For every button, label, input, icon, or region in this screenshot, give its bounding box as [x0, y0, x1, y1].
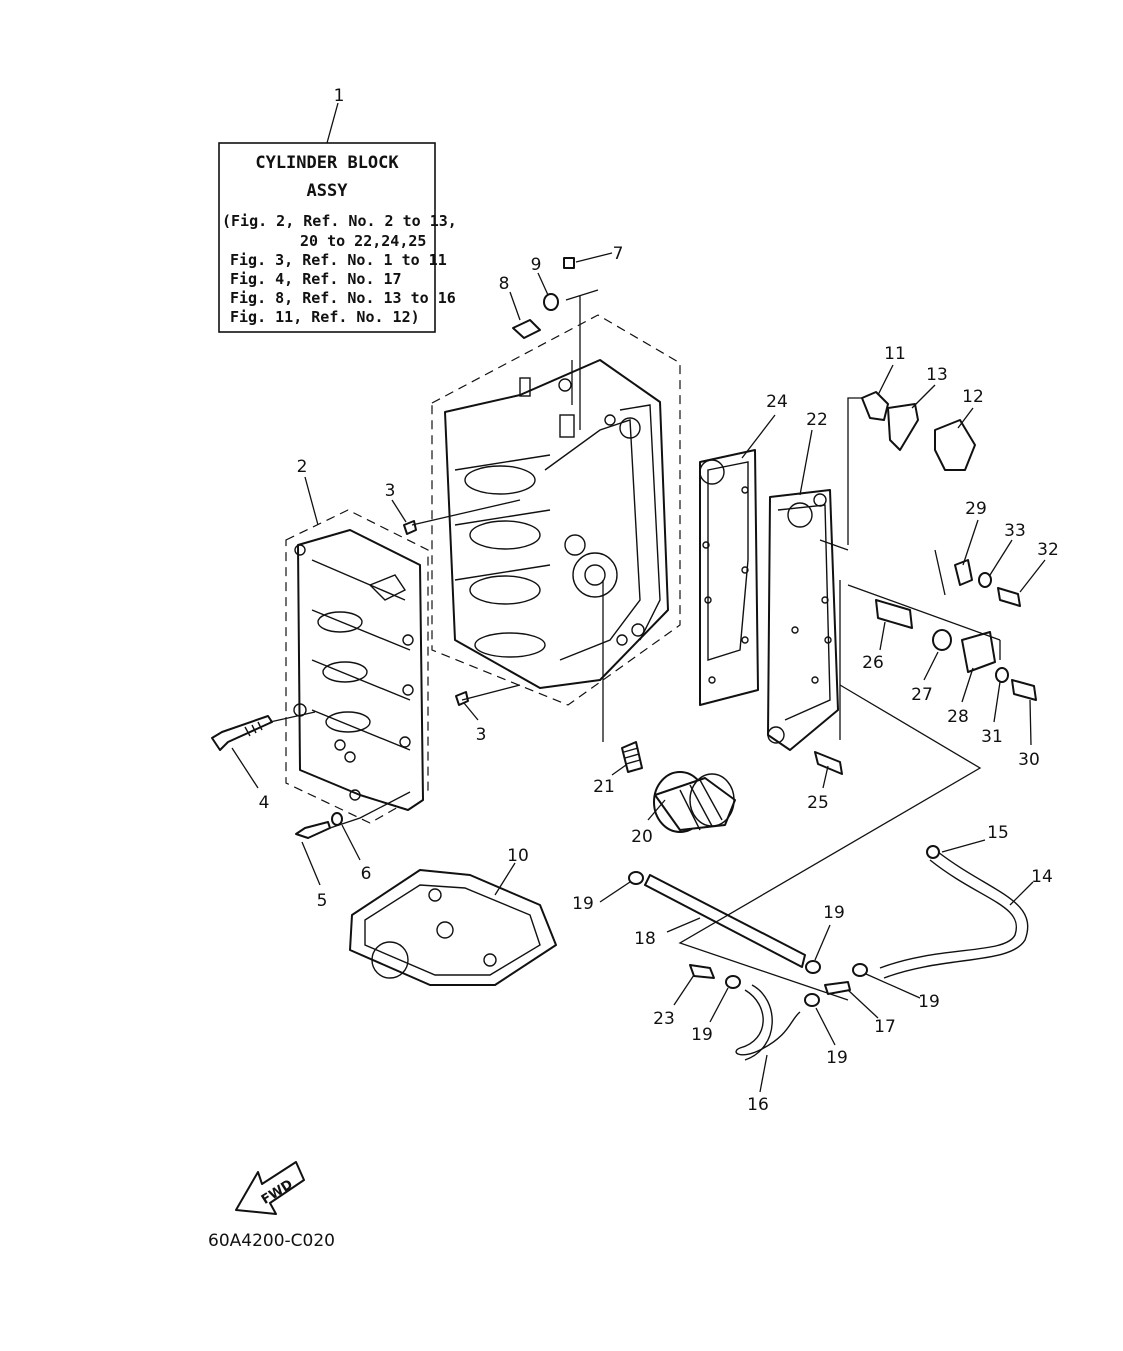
callout-25: 25: [807, 793, 829, 813]
plug-part: [563, 257, 575, 269]
hose-part: [879, 851, 1029, 979]
exhaust-gasket-part: [699, 449, 759, 706]
grommet-part: [932, 629, 952, 651]
callout-3: 3: [476, 725, 487, 745]
box-ref-line: Fig. 4, Ref. No. 17: [230, 270, 402, 288]
leader-lines: [231, 252, 1046, 1093]
callout-26: 26: [862, 653, 884, 673]
washer-part: [331, 812, 343, 826]
box-ref-line: Fig. 11, Ref. No. 12): [230, 308, 420, 326]
callout-21: 21: [593, 777, 615, 797]
thermostat-cover-part: [934, 419, 976, 471]
box-ref-line: Fig. 8, Ref. No. 13 to 16: [230, 289, 456, 307]
washer-part: [543, 293, 559, 311]
callout-10: 10: [507, 846, 529, 866]
callout-6: 6: [361, 864, 372, 884]
callout-12: 12: [962, 387, 984, 407]
callout-19: 19: [691, 1025, 713, 1045]
callout-14: 14: [1031, 867, 1053, 887]
box-title-line2: ASSY: [307, 181, 349, 201]
callout-11: 11: [884, 344, 906, 364]
hose-part: [644, 874, 806, 968]
anode-part: [861, 391, 889, 421]
callout-13: 13: [926, 365, 948, 385]
oil-filter-part: [653, 771, 736, 833]
callout-8: 8: [499, 274, 510, 294]
washer-part: [995, 667, 1009, 683]
oil-nipple-part: [621, 741, 643, 773]
callout-19: 19: [572, 894, 594, 914]
callout-2: 2: [297, 457, 308, 477]
bolt-part: [512, 319, 541, 339]
callout-24: 24: [766, 392, 788, 412]
crankcase-part: [285, 509, 429, 824]
callout-28: 28: [947, 707, 969, 727]
hose-clamp-part: [628, 871, 868, 1007]
callout-5: 5: [317, 891, 328, 911]
box-title-line1: CYLINDER BLOCK: [255, 153, 399, 173]
callout-17: 17: [874, 1017, 896, 1037]
callout-19: 19: [826, 1048, 848, 1068]
box-ref-line: Fig. 3, Ref. No. 1 to 11: [230, 251, 447, 269]
bolt-part: [295, 821, 331, 839]
callout-18: 18: [634, 929, 656, 949]
callout-20: 20: [631, 827, 653, 847]
assembly-info-box: CYLINDER BLOCK ASSY (Fig. 2, Ref. No. 2 …: [218, 102, 457, 333]
callout-30: 30: [1018, 750, 1040, 770]
bolt-part: [814, 751, 843, 775]
callout-33: 33: [1004, 521, 1026, 541]
box-ref-line: (Fig. 2, Ref. No. 2 to 13,: [222, 212, 457, 230]
fitting-part: [689, 845, 940, 995]
bolt-part: [211, 715, 273, 751]
fwd-arrow-icon: FWD: [235, 1161, 305, 1215]
oil-pan-gasket-part: [349, 869, 557, 986]
valve-part: [875, 599, 913, 629]
callout-16: 16: [747, 1095, 769, 1115]
callout-23: 23: [653, 1009, 675, 1029]
box-ref-line: 20 to 22,24,25: [300, 232, 426, 250]
callout-19: 19: [918, 992, 940, 1012]
drawing-code: 60A4200-C020: [208, 1231, 335, 1251]
callout-7: 7: [613, 244, 624, 264]
callout-31: 31: [981, 727, 1003, 747]
bolt-part: [1011, 679, 1037, 701]
callout-29: 29: [965, 499, 987, 519]
callout-9: 9: [531, 255, 542, 275]
callout-1: 1: [334, 86, 345, 106]
cover-part: [961, 631, 996, 673]
callout-labels: 1 2 3 3 4 5 6 7 8 9 10 11 12 13 14 15 16…: [259, 86, 1059, 1115]
washer-part: [978, 572, 992, 588]
callout-22: 22: [806, 410, 828, 430]
callout-27: 27: [911, 685, 933, 705]
exhaust-cover-part: [767, 489, 839, 751]
callout-19: 19: [823, 903, 845, 923]
hose-part: [735, 984, 801, 1061]
bolt-part: [997, 587, 1021, 607]
callout-32: 32: [1037, 540, 1059, 560]
gasket-part: [887, 403, 919, 451]
callout-4: 4: [259, 793, 270, 813]
assembly-guide-lines: [269, 289, 1001, 1001]
callout-15: 15: [987, 823, 1009, 843]
callout-3: 3: [385, 481, 396, 501]
cylinder-block-main: [431, 314, 681, 706]
